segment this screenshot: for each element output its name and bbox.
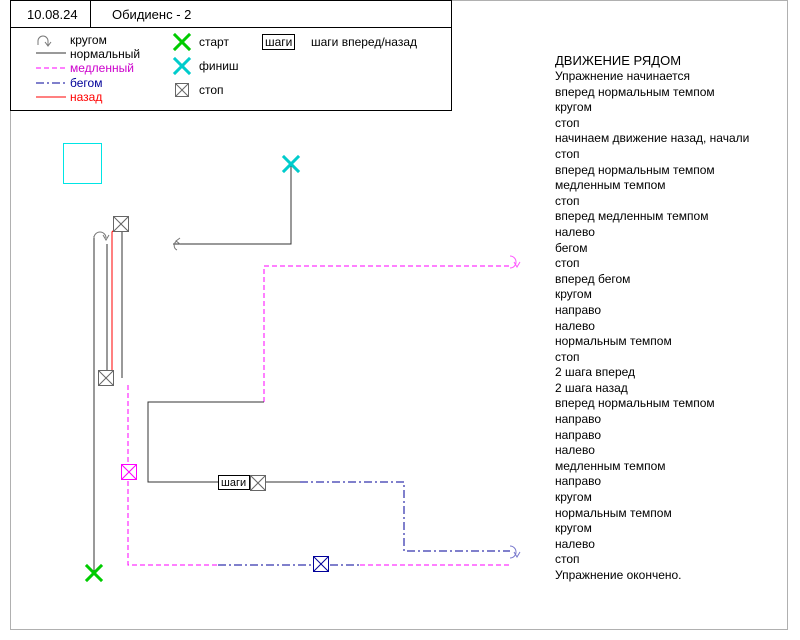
legend-slow-label: медленный [70,61,134,75]
stop-box-icon [121,464,137,480]
script-title: ДВИЖЕНИЕ РЯДОМ [555,53,682,68]
script-line: стоп [555,256,580,271]
script-line: вперед нормальным темпом [555,84,715,99]
script-line: медленным темпом [555,458,666,473]
script-line: нормальным темпом [555,334,672,349]
header-title: Обидиенс - 2 [112,7,192,22]
script-line: направо [555,474,602,489]
script-line: стоп [555,115,580,130]
script-line: 2 шага назад [555,380,628,395]
cyan-x-icon [281,154,301,174]
turn-arrow-icon [509,545,521,559]
legend-run-label: бегом [70,76,103,90]
script-line: налево [555,536,595,551]
cyan-x-icon [172,56,192,76]
script-line: налево [555,318,595,333]
script-line: начинаем движение назад, начали [555,131,750,146]
script-line: вперед медленным темпом [555,209,709,224]
ring-marker [63,143,102,184]
script-line: кругом [555,521,592,536]
script-line: кругом [555,287,592,302]
legend-turn-label: кругом [70,33,107,47]
script-line: налево [555,443,595,458]
steps-label: шаги [221,477,246,489]
steps-box [218,475,250,490]
turn-arrow-icon [509,255,521,269]
legend-stop-label: стоп [199,83,224,97]
green-x-icon [172,32,192,52]
script-line: 2 шага вперед [555,365,636,380]
header-date: 10.08.24 [27,7,78,22]
script-line: нормальным темпом [555,505,672,520]
script-line: направо [555,302,602,317]
script-line: стоп [555,146,580,161]
turn-arrow-icon [93,231,110,241]
legend-finish-label: финиш [199,59,239,73]
script-line: стоп [555,552,580,567]
path-slow-lower [127,385,218,566]
script-line: стоп [555,193,580,208]
legend-normal-label: нормальный [70,47,141,61]
path-back [111,223,121,378]
script-line: направо [555,427,602,442]
path-normal-middle [147,401,264,483]
legend-panel [10,0,452,111]
script-line: направо [555,412,602,427]
stop-box-icon [313,556,329,572]
stop-box-icon [250,475,266,491]
script-line: кругом [555,100,592,115]
script-line: бегом [555,240,588,255]
legend-start-label: старт [199,35,229,49]
script-line: Упражнение начинается [555,69,691,83]
legend-steps-desc: шаги вперед/назад [311,35,418,49]
script-line: медленным темпом [555,178,666,193]
turn-arrow-icon [37,35,52,47]
path-run-right [300,481,510,552]
script-line: вперед нормальным темпом [555,162,715,177]
stop-box-icon [98,370,114,386]
legend-back-label: назад [70,90,103,104]
legend-steps-box [262,34,295,50]
script-line: Упражнение окончено. [555,568,682,582]
script-line: налево [555,224,595,239]
script-line: вперед нормальным темпом [555,396,715,411]
turn-arrow-icon [173,237,181,251]
header-divider [90,0,91,28]
header-row: 10.08.24 Обидиенс - 2 [10,0,452,28]
stop-box-icon [113,216,129,232]
script-line: вперед бегом [555,271,631,286]
path-normal-top [173,165,292,245]
green-x-icon [84,563,104,583]
script-line: кругом [555,490,592,505]
stop-box-icon [175,83,189,97]
legend-steps-box-label: шаги [265,35,293,49]
path-slow-upper [263,265,510,402]
script-line: стоп [555,349,580,364]
